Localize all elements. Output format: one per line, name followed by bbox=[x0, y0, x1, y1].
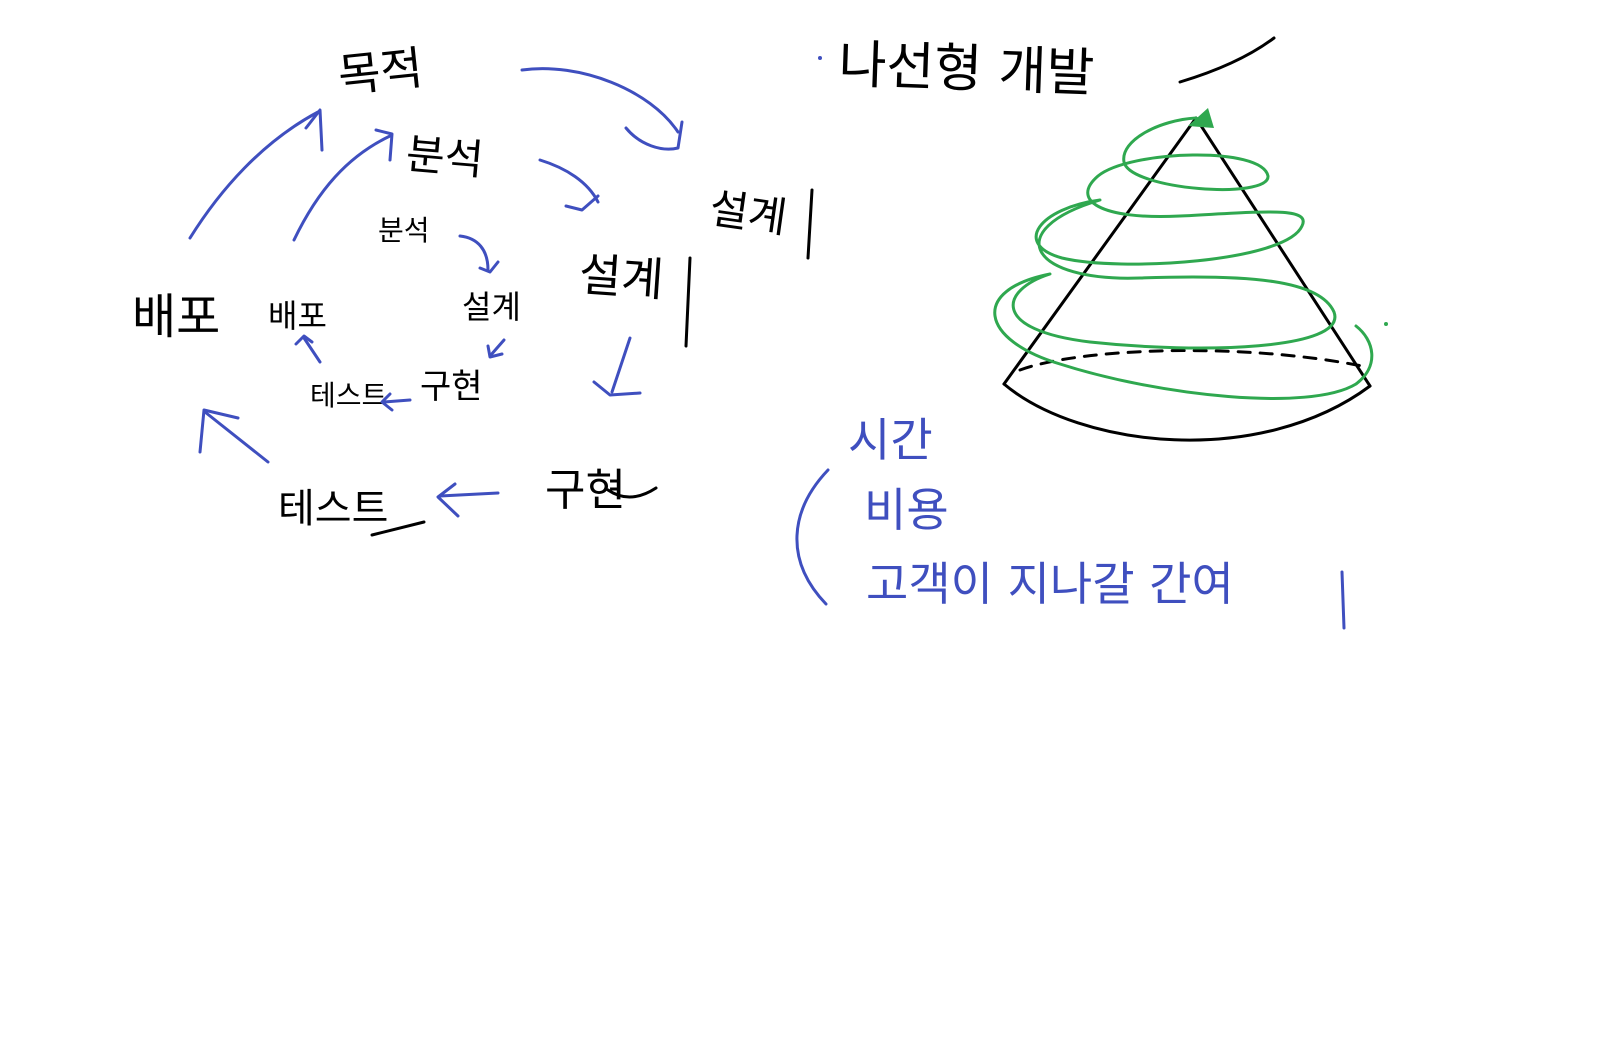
arrow-inner-bottom-left-to-left bbox=[302, 336, 322, 364]
arrowhead bbox=[304, 108, 324, 152]
stroke-mark bbox=[370, 520, 426, 537]
dot-mark bbox=[1384, 322, 1388, 326]
stroke-mark bbox=[806, 188, 814, 260]
dot-mark bbox=[818, 56, 822, 60]
cone-base-front bbox=[1002, 382, 1372, 442]
arrowhead bbox=[564, 194, 600, 212]
arrowhead bbox=[380, 392, 394, 412]
arrowhead bbox=[624, 120, 684, 151]
inner-label-top: 분석 bbox=[404, 129, 485, 185]
stroke-mark bbox=[606, 486, 658, 499]
stroke-mark bbox=[1340, 570, 1346, 630]
arrowhead bbox=[478, 260, 500, 274]
outer-label-right: 설계 bbox=[707, 183, 790, 242]
cone-left-edge bbox=[1002, 116, 1198, 386]
cone-base-back bbox=[1018, 349, 1364, 372]
arrow-inner-left-to-top bbox=[292, 134, 392, 242]
arrowhead bbox=[294, 334, 314, 346]
arrow-inner-bottom-to-left bbox=[382, 398, 412, 404]
outer-label-left: 배포 bbox=[132, 289, 220, 345]
arrowhead bbox=[198, 408, 240, 454]
arrow-innermost-top-to-right bbox=[458, 234, 490, 272]
annotation-bracket bbox=[795, 468, 830, 606]
outer-label-top: 목적 bbox=[336, 40, 426, 103]
arrowhead bbox=[592, 380, 642, 397]
stroke-mark bbox=[684, 256, 692, 348]
arrow-bottom-left-to-left bbox=[203, 410, 270, 464]
inner-label-bottom: 구현 bbox=[420, 367, 483, 407]
spiral-arrowhead bbox=[1188, 108, 1214, 128]
arrow-right-to-bottom bbox=[610, 336, 632, 394]
arrowhead bbox=[486, 344, 504, 359]
arrowhead bbox=[374, 128, 394, 162]
spiral-title: 나선형 개발 bbox=[838, 35, 1096, 104]
spiral-path bbox=[993, 116, 1374, 400]
arrow-bottom-to-left bbox=[438, 491, 500, 498]
inner-label-left: 배포 bbox=[268, 297, 327, 335]
arrow-innermost-right-to-bottom bbox=[488, 338, 506, 358]
arrowhead bbox=[436, 482, 460, 518]
outer-label-bottom: 구현 bbox=[545, 465, 626, 516]
annotation-line-1: 시간 bbox=[848, 413, 933, 467]
inner-label-right: 설계 bbox=[577, 247, 665, 307]
innermost-label-top: 분석 bbox=[378, 214, 430, 247]
arrow-left-to-top bbox=[188, 110, 320, 240]
annotation-line-3: 고객이 지나갈 간여 bbox=[866, 557, 1234, 611]
arrow-top-to-right bbox=[520, 67, 680, 134]
spiral-diagram: 나선형 개발 시간 비용 고객이 지나갈 간여 bbox=[795, 35, 1388, 630]
cycle-diagram: 목적 설계 구현 테스트 배포 분석 설계 구현 테스트 배포 분석 설계 bbox=[132, 40, 814, 537]
innermost-label-right: 설계 bbox=[462, 288, 521, 326]
title-underline-stroke bbox=[1178, 36, 1276, 84]
outer-label-bottom-left: 테스트 bbox=[278, 486, 388, 532]
arrow-inner-top-to-right bbox=[538, 158, 600, 204]
cone-right-edge bbox=[1194, 116, 1372, 388]
annotation-line-2: 비용 bbox=[864, 483, 949, 537]
inner-label-bottom-left: 테스트 bbox=[310, 379, 387, 412]
